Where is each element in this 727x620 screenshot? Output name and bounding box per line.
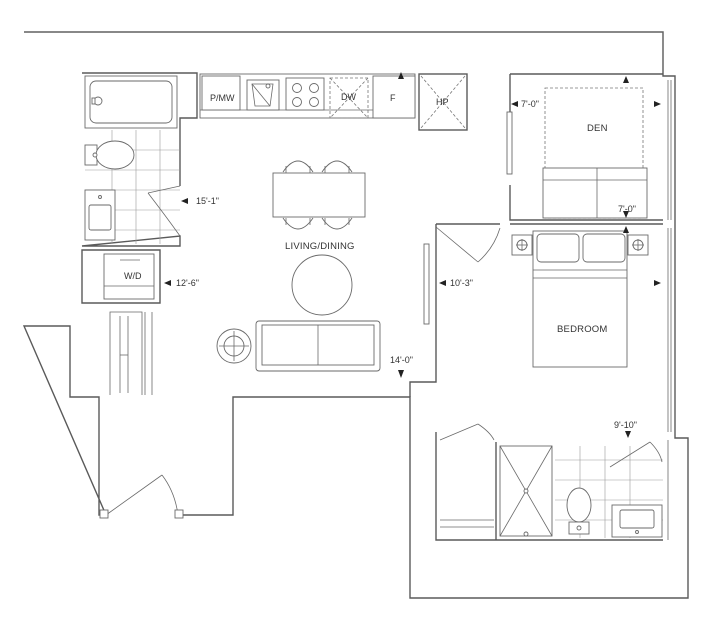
- dishwasher-label: DW: [341, 92, 356, 102]
- heat-pump-label: HP: [436, 97, 449, 107]
- bathroom-2: [435, 423, 669, 541]
- dishwasher-icon: DW: [329, 77, 369, 119]
- sofa: [255, 320, 381, 372]
- dining-table: [272, 160, 366, 230]
- svg-text:14'-0": 14'-0": [390, 355, 413, 365]
- fridge-label: F: [390, 93, 396, 103]
- outer-wall: [22, 31, 689, 599]
- fridge-icon: F: [372, 72, 416, 119]
- bathroom-door[interactable]: [609, 441, 663, 468]
- outer-wall-inner: [24, 31, 663, 395]
- dining-chair: [282, 217, 314, 230]
- svg-text:12'-6": 12'-6": [176, 278, 199, 288]
- washer-dryer-label: W/D: [124, 271, 142, 281]
- bathroom-1: [81, 72, 198, 247]
- shower-icon: [499, 445, 553, 537]
- nightstand-left: [511, 234, 533, 256]
- dimension-den-length: 7'-0": [618, 204, 636, 218]
- partition-wall: [409, 223, 501, 397]
- bedroom-door[interactable]: [435, 226, 501, 263]
- dining-chair: [321, 160, 353, 173]
- vanity-sink: [84, 189, 116, 241]
- coffee-table: [291, 254, 353, 316]
- room-label-living-dining: LIVING/DINING: [285, 241, 355, 252]
- pantry-microwave-label: P/MW: [210, 93, 235, 103]
- nightstand-right: [627, 234, 649, 256]
- dimension-living-width: 15'-1": [181, 196, 219, 206]
- vanity-sink: [611, 504, 663, 538]
- svg-text:7'-0": 7'-0": [521, 99, 539, 109]
- dining-chair: [282, 160, 314, 173]
- den: DEN: [506, 73, 672, 221]
- room-label-bedroom: BEDROOM: [557, 324, 608, 335]
- svg-text:9'-10": 9'-10": [614, 420, 637, 430]
- bed: [532, 230, 628, 368]
- bathroom-door[interactable]: [147, 185, 181, 237]
- cooktop-icon: [285, 77, 325, 111]
- dimension-bedroom-width: 10'-3": [439, 226, 661, 288]
- svg-text:7'-0": 7'-0": [618, 204, 636, 214]
- dining-chair: [321, 217, 353, 230]
- kitchen: P/MW DW F: [199, 72, 416, 119]
- toilet-icon: [566, 487, 592, 535]
- entry-door[interactable]: [99, 474, 184, 519]
- svg-text:15'-1": 15'-1": [196, 196, 219, 206]
- floor-lamp-icon: [216, 328, 252, 364]
- bedroom: BEDROOM: [510, 223, 672, 432]
- dimension-bedroom-length: 9'-10": [614, 420, 637, 438]
- room-label-den: DEN: [587, 123, 608, 134]
- dimension-living-length: 14'-0": [390, 355, 413, 378]
- dimension-laundry-width: 12'-6": [164, 278, 199, 288]
- coat-closet: [119, 312, 153, 395]
- svg-text:10'-3": 10'-3": [450, 278, 473, 288]
- toilet-icon: [84, 140, 135, 170]
- dimension-den-width: 7'-0": [511, 76, 661, 109]
- heat-pump-closet: HP: [418, 73, 468, 131]
- kitchen-sink-icon: [246, 79, 280, 111]
- closet-door[interactable]: [439, 423, 495, 441]
- laundry-closet: W/D: [81, 249, 161, 304]
